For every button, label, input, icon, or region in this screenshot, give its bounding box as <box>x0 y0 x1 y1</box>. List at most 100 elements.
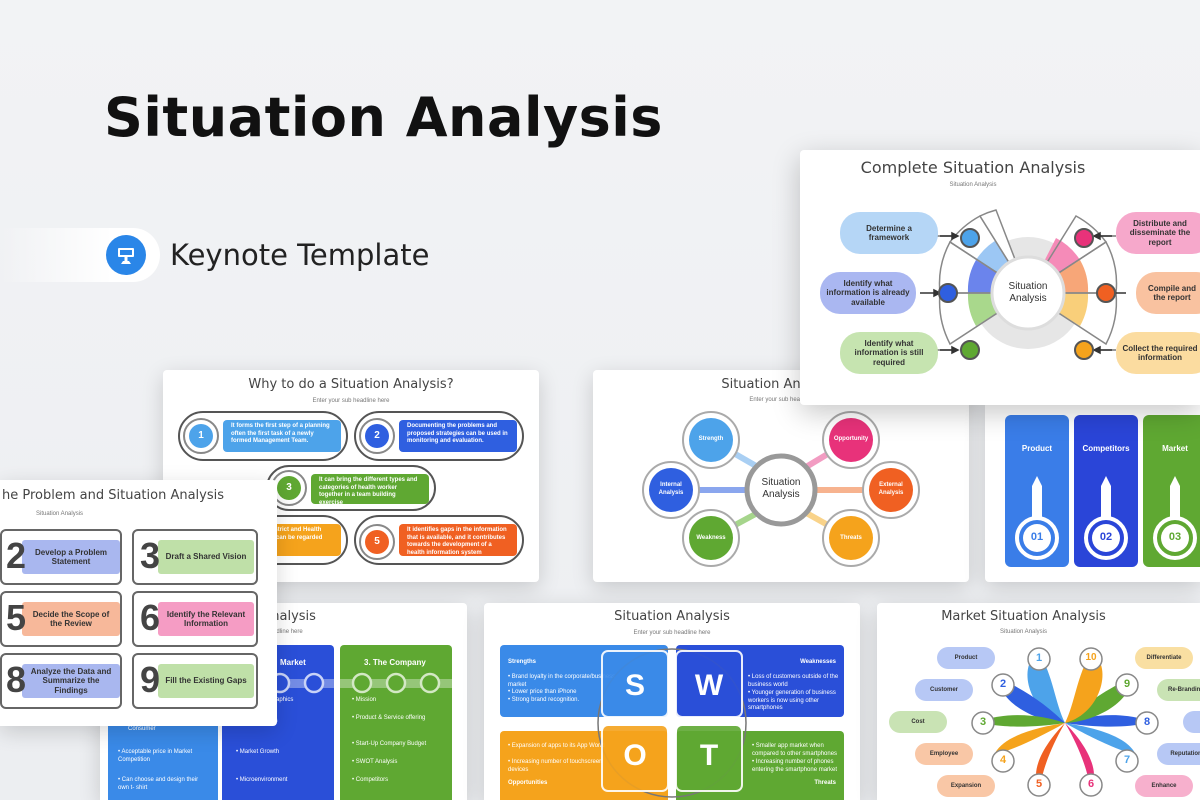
swot-letter-s: S <box>624 669 645 702</box>
slide-situation-hub[interactable]: Situation An Enter your sub headline Sit… <box>593 370 969 582</box>
keynote-podium-icon <box>106 235 146 275</box>
hub-center-label: Situation Analysis <box>747 477 815 501</box>
slide-title: Situation An <box>721 377 801 392</box>
swot-weaknesses-label: Weaknesses <box>800 659 836 665</box>
company-consumer-item: • Acceptable price in Market Competition <box>118 749 193 763</box>
problem-item-box <box>0 529 122 585</box>
market-left-item: Expansion <box>937 775 995 797</box>
swot-letter-o: O <box>623 739 647 772</box>
why-step-text-2: Documenting the problems and proposed st… <box>399 420 517 452</box>
hub-diagram <box>642 411 920 567</box>
hub-node-external: External Analysis <box>878 482 904 496</box>
company-market-head: Market <box>280 658 306 667</box>
slide-subtitle: Enter your sub headline here <box>633 630 711 636</box>
swot-center-ring <box>597 648 747 798</box>
slide-subtitle: Enter your sub headline <box>749 397 813 403</box>
company-company-head: 3. The Company <box>364 658 426 667</box>
slide-product-competitors-market[interactable]: Product Competitors Market 01 02 03 <box>985 400 1200 582</box>
complete-ring-diagram <box>920 209 1126 360</box>
company-company-item: • Competitors <box>352 777 389 783</box>
slide-subtitle: Situation Analysis <box>999 629 1048 635</box>
swot-letter-w: W <box>694 669 724 702</box>
problem-item-num-5: 5 <box>6 597 27 638</box>
market-num: 10 <box>1085 652 1097 663</box>
company-company-item: • SWOT Analysis <box>352 759 398 765</box>
problem-item-box <box>132 653 258 709</box>
swot-threats-label: Threats <box>814 780 836 786</box>
market-right-item: Reputation <box>1157 743 1200 765</box>
slide-subtitle: Enter your sub headline here <box>312 398 390 404</box>
market-right-item: Re-Branding <box>1157 679 1200 701</box>
why-step-num-1: 1 <box>198 430 204 441</box>
why-step-text-3: It can bring the different types and cat… <box>311 474 429 506</box>
why-step-num-2: 2 <box>374 430 380 441</box>
why-step-text-5: It identifies gaps in the information th… <box>399 524 517 556</box>
company-market-item: • Market Growth <box>236 749 280 755</box>
complete-right-collect: Collect the required information <box>1116 332 1200 374</box>
company-company-item: • Product & Service offering <box>352 715 426 721</box>
company-market-item: nographics <box>264 697 294 703</box>
problem-item-text-2: Develop a Problem Statement <box>22 540 120 574</box>
swot-threats-item: • Smaller app market when compared to ot… <box>752 743 838 757</box>
company-company-item: • Mission <box>352 697 377 703</box>
problem-item-text-3: Draft a Shared Vision <box>158 540 254 574</box>
slide-swot[interactable]: Situation Analysis Enter your sub headli… <box>484 603 860 800</box>
problem-item-num-9: 9 <box>140 659 161 700</box>
swot-weaknesses-item: • Younger generation of business workers… <box>748 690 836 711</box>
swot-opportunities-label: Opportunities <box>508 780 548 786</box>
swot-letter-t: T <box>699 739 719 772</box>
problem-item-num-8: 8 <box>6 659 27 700</box>
hub-node-opportunity: Opportunity <box>833 436 869 442</box>
swot-opportunities-item: • Expansion of apps to its App World <box>508 743 605 749</box>
complete-left-required: Identify what information is still requi… <box>840 332 938 374</box>
swot-strengths-label: Strengths <box>508 659 537 665</box>
problem-item-box <box>0 653 122 709</box>
pcm-arrows <box>1015 476 1197 560</box>
pcm-num-03: 03 <box>1168 531 1182 543</box>
hub-center-line-2: Analysis <box>762 489 800 500</box>
slide-market-situation-analysis[interactable]: Market Situation Analysis Situation Anal… <box>877 603 1200 800</box>
company-consumer-item: Consumer <box>128 726 156 732</box>
market-num: 7 <box>1123 754 1131 766</box>
market-num: 5 <box>1035 778 1043 790</box>
hero-title: Situation Analysis <box>104 86 663 149</box>
hub-node-weakness: Weakness <box>696 535 726 541</box>
market-left-item: Customer <box>915 679 973 701</box>
slide-title: Why to do a Situation Analysis? <box>248 377 454 392</box>
swot-threats-item: • Increasing number of phones entering t… <box>752 759 838 773</box>
swot-opportunities-item: • Increasing number of touchscreen devic… <box>508 759 603 773</box>
pcm-num-01: 01 <box>1030 531 1044 543</box>
market-petals <box>971 647 1159 797</box>
problem-item-box <box>132 591 258 647</box>
complete-center-line-1: Situation <box>1008 281 1048 292</box>
slide-problem-situation-analysis[interactable]: he Problem and Situation Analysis Situat… <box>0 480 277 726</box>
market-num: 4 <box>999 754 1007 766</box>
market-num: 8 <box>1143 716 1151 728</box>
problem-item-box <box>0 591 122 647</box>
problem-item-num-2: 2 <box>6 535 27 576</box>
slide-title: Complete Situation Analysis <box>860 158 1086 177</box>
pcm-label-product: Product <box>1021 444 1053 453</box>
market-num: 1 <box>1035 652 1043 664</box>
why-step-text-1: It forms the first step of a planning of… <box>223 420 341 452</box>
swot-strengths-item: • Brand loyalty in the corporate/busines… <box>508 674 616 688</box>
market-left-item: Product <box>937 647 995 669</box>
pcm-label-market: Market <box>1162 444 1188 453</box>
complete-center-label: Situation Analysis <box>992 281 1064 305</box>
complete-right-distribute: Distribute and disseminate the report <box>1116 212 1200 254</box>
why-step-num-5: 5 <box>374 536 380 547</box>
complete-center-line-2: Analysis <box>1009 293 1047 304</box>
problem-item-text-8: Analyze the Data and Summarize the Findi… <box>22 664 120 698</box>
market-num: 6 <box>1087 778 1095 790</box>
hub-center-line-1: Situation <box>761 477 801 488</box>
complete-left-determine: Determine a framework <box>840 212 938 254</box>
swot-strengths-item: • Strong brand recognition. <box>508 697 580 703</box>
problem-item-text-9: Fill the Existing Gaps <box>158 664 254 698</box>
market-right-item <box>1183 711 1200 733</box>
problem-item-num-6: 6 <box>140 597 161 638</box>
complete-right-compile: Compile and the report <box>1136 272 1200 314</box>
hub-node-strength: Strength <box>698 436 724 442</box>
company-market-item: • Microenvironment <box>236 777 288 783</box>
slide-complete-situation-analysis[interactable]: Complete Situation Analysis Situation An… <box>800 150 1200 405</box>
why-step-num-3: 3 <box>286 482 292 493</box>
